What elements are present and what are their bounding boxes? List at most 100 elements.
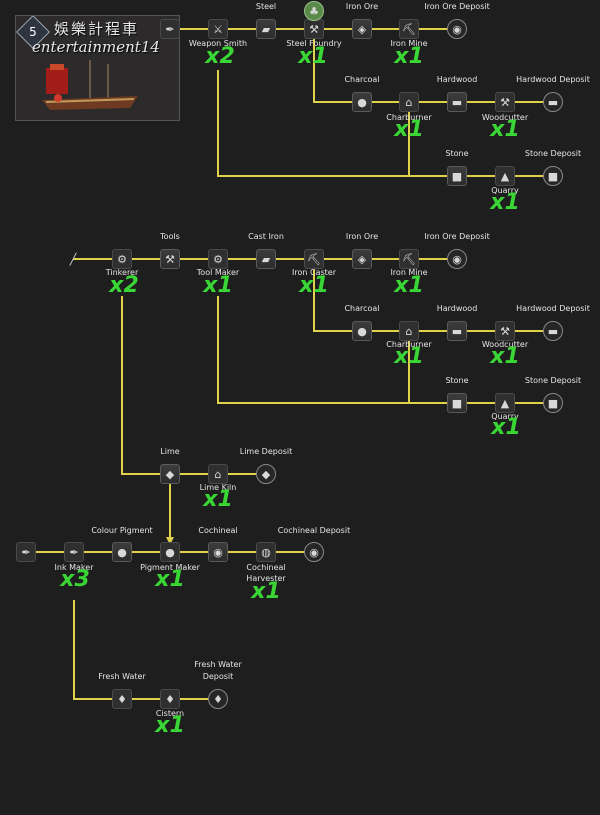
thumbnail-card: 5 娛樂計程車 entertainment14 xyxy=(15,15,180,121)
node-label: Lime xyxy=(160,447,180,456)
node-label: Quarry xyxy=(491,412,519,421)
hardwood-deposit-icon: ▬ xyxy=(543,321,563,341)
node-label: Tools xyxy=(160,232,180,241)
multiplier-label: x1 xyxy=(251,579,281,604)
tinkerer-icon: ⚙ xyxy=(112,249,132,269)
lime-kiln-icon: ⌂ xyxy=(208,464,228,484)
node-label: Iron Ore Deposit xyxy=(424,2,490,11)
node-label: Colour Pigment xyxy=(91,526,153,535)
node-label: Stone Deposit xyxy=(524,376,582,385)
node-label: Charcoal xyxy=(344,75,380,84)
iron-mine-icon: ⛏ xyxy=(399,249,419,269)
watermark-latin: entertainment14 xyxy=(32,38,160,56)
steel-foundry-icon: ⚒ xyxy=(304,19,324,39)
ink-maker-icon: ✒ xyxy=(64,542,84,562)
multiplier-label: x2 xyxy=(205,44,235,69)
watermark-chinese: 娛樂計程車 xyxy=(54,20,140,38)
multiplier-label: x1 xyxy=(394,44,424,69)
node-label: Hardwood xyxy=(436,75,478,84)
multiplier-label: x1 xyxy=(490,344,520,369)
multiplier-label: x1 xyxy=(490,190,520,215)
stone-icon: ■ xyxy=(447,166,467,186)
ship-icon xyxy=(42,60,138,110)
node-label: Fresh Water xyxy=(98,672,146,681)
node-label: Lime Deposit xyxy=(239,447,293,456)
node-label: Hardwood Deposit xyxy=(516,304,590,313)
stone-icon: ■ xyxy=(447,393,467,413)
node-label: Cochineal xyxy=(198,526,238,535)
multiplier-label: x1 xyxy=(299,273,329,298)
node-label: Pigment Maker xyxy=(140,563,200,572)
node-label: Ink Maker xyxy=(54,563,94,572)
fresh-water-deposit-icon: ♦ xyxy=(208,689,228,709)
node-label: Hardwood xyxy=(436,304,478,313)
stone-deposit-icon: ■ xyxy=(543,166,563,186)
node-label: Stone xyxy=(445,149,469,158)
node-label: Cochineal Deposit xyxy=(277,526,351,535)
iron-ore-icon: ◈ xyxy=(352,249,372,269)
node-label: Tool Maker xyxy=(196,268,240,277)
cistern-icon: ♦ xyxy=(160,689,180,709)
cochineal-icon: ◉ xyxy=(208,542,228,562)
quarry-icon: ▲ xyxy=(495,393,515,413)
connector-charcoal-branch-2 xyxy=(313,270,553,332)
cochineal-deposit-icon: ◉ xyxy=(304,542,324,562)
weapon-smith-icon: ⚔ xyxy=(208,19,228,39)
multiplier-label: x1 xyxy=(155,713,185,738)
node-label: Tinkerer xyxy=(105,268,139,277)
node-label: Woodcutter xyxy=(481,113,529,122)
node-label: Iron Caster xyxy=(292,268,336,277)
connector-charcoal-branch xyxy=(313,39,553,103)
iron-mine-icon: ⛏ xyxy=(399,19,419,39)
woodcutter-icon: ⚒ xyxy=(495,92,515,112)
multiplier-label: x1 xyxy=(394,117,424,142)
iron-ore-icon: ◈ xyxy=(352,19,372,39)
node-label: Charburner xyxy=(386,340,432,349)
node-label: Harvester xyxy=(246,574,286,583)
node-label: Deposit xyxy=(202,672,234,681)
multiplier-label: x2 xyxy=(109,273,139,298)
ink-icon: ✒ xyxy=(16,542,36,562)
quarry-icon: ▲ xyxy=(495,166,515,186)
charcoal-icon: ● xyxy=(352,92,372,112)
node-label: Steel Foundry xyxy=(286,39,342,48)
quill-icon: ✒ xyxy=(160,19,180,39)
node-label: Iron Mine xyxy=(390,268,428,277)
connector-stone-branch-1 xyxy=(217,70,553,177)
hardwood-icon: ▬ xyxy=(447,92,467,112)
tool-item-icon: ╱ xyxy=(69,252,77,266)
node-label: Cistern xyxy=(155,709,185,718)
multiplier-label: x1 xyxy=(203,273,233,298)
steel-icon: ▰ xyxy=(256,19,276,39)
lime-icon: ◆ xyxy=(160,464,180,484)
node-label: Lime Kiln xyxy=(199,483,237,492)
node-label: Cochineal xyxy=(246,563,286,572)
multiplier-label: x1 xyxy=(155,567,185,592)
stone-deposit-icon: ■ xyxy=(543,393,563,413)
node-label: Charburner xyxy=(386,113,432,122)
node-label: Weapon Smith xyxy=(188,39,248,48)
multiplier-label: x1 xyxy=(394,273,424,298)
multiplier-label: x1 xyxy=(203,487,233,512)
node-label: Iron Ore xyxy=(345,232,379,241)
node-label: Stone Deposit xyxy=(524,149,582,158)
green-status-icon: ♣ xyxy=(304,1,324,21)
charburner-icon: ⌂ xyxy=(399,92,419,112)
multiplier-label: x1 xyxy=(490,117,520,142)
colour-pigment-icon: ● xyxy=(112,542,132,562)
tools-icon: ⚒ xyxy=(160,249,180,269)
node-label: Charcoal xyxy=(344,304,380,313)
charburner-icon: ⌂ xyxy=(399,321,419,341)
node-label: Cast Iron xyxy=(248,232,284,241)
charcoal-icon: ● xyxy=(352,321,372,341)
woodcutter-icon: ⚒ xyxy=(495,321,515,341)
iron-ore-deposit-icon: ◉ xyxy=(447,19,467,39)
hardwood-icon: ▬ xyxy=(447,321,467,341)
multiplier-label: x1 xyxy=(491,415,521,440)
connector-water xyxy=(73,600,218,700)
node-label: Quarry xyxy=(491,186,519,195)
connector-stone-branch-2 xyxy=(217,296,553,404)
node-label: Iron Ore xyxy=(345,2,379,11)
cochineal-harvester-icon: ◍ xyxy=(256,542,276,562)
node-label: Iron Mine xyxy=(390,39,428,48)
